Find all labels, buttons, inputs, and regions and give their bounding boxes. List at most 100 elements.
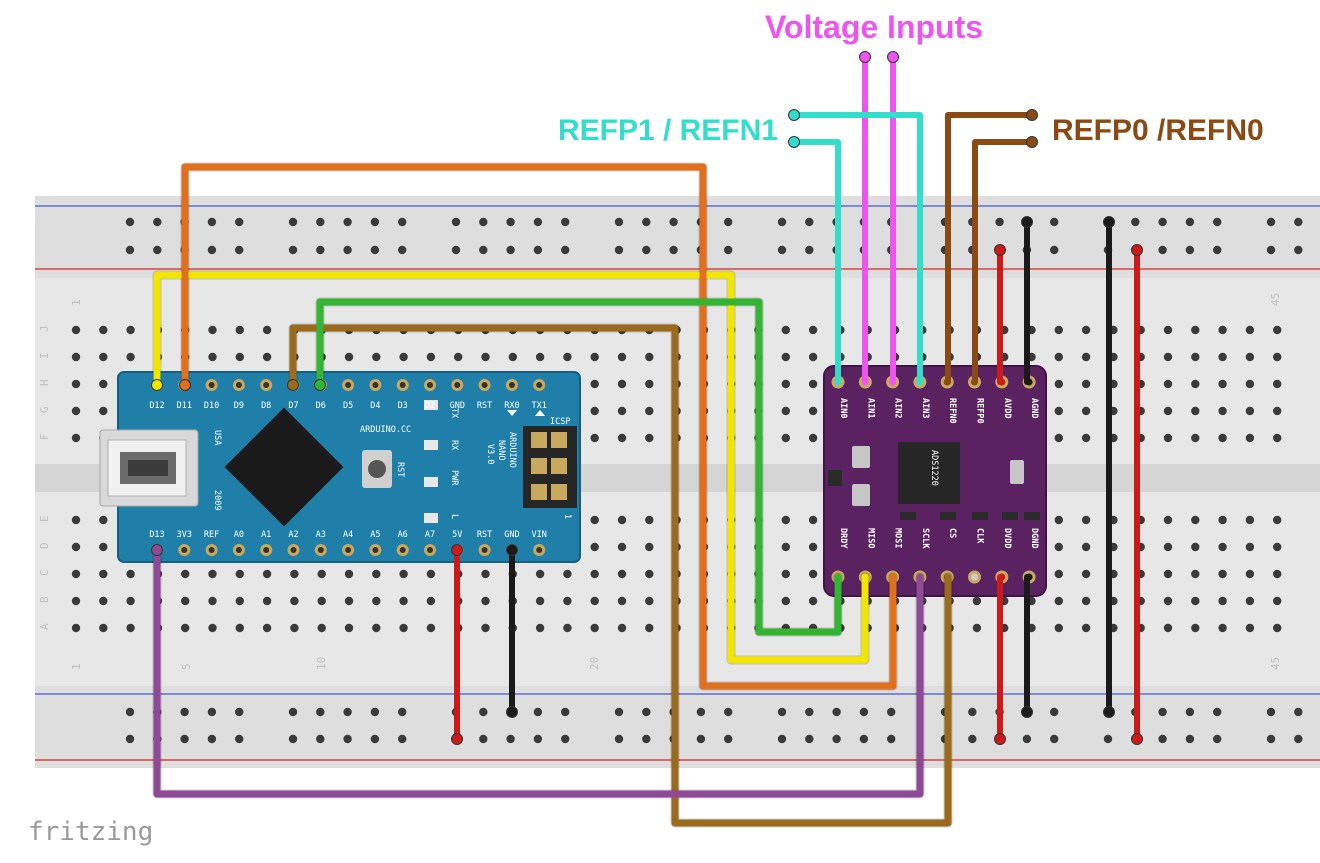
- rail-hole: [343, 707, 352, 717]
- wire-green-d6-drdy: [316, 298, 842, 636]
- breadboard-hole: [645, 352, 654, 362]
- breadboard-hole: [290, 569, 299, 579]
- ads-top-pin-label: REFN0: [947, 398, 957, 424]
- rail-hole: [1050, 217, 1059, 227]
- breadboard-hole: [1081, 352, 1091, 362]
- breadboard-hole: [781, 569, 790, 579]
- led-l: [424, 513, 438, 523]
- rail-hole: [614, 245, 624, 255]
- rail-hole: [1266, 734, 1276, 744]
- breadboard-hole: [235, 569, 244, 579]
- nano-pin-hole: [235, 382, 242, 388]
- rail-hole: [316, 707, 325, 717]
- rail-hole: [669, 217, 678, 227]
- icsp-pin: [531, 484, 547, 500]
- rail-hole: [561, 245, 570, 255]
- nano-name-line-2: NANO: [496, 440, 506, 460]
- smd-part: [940, 512, 956, 520]
- rail-hole: [506, 734, 515, 744]
- nano-bottom-pin-label: A0: [234, 530, 244, 540]
- smd-part: [1002, 512, 1018, 520]
- breadboard-hole: [535, 596, 545, 606]
- breadboard-hole: [99, 325, 108, 335]
- breadboard-hole: [1163, 623, 1173, 633]
- reset-button-cap[interactable]: [368, 460, 386, 478]
- breadboard-hole: [1245, 596, 1255, 606]
- breadboard-hole: [590, 433, 599, 443]
- nano-bottom-pin-label: 3V3: [177, 530, 192, 540]
- rail-hole: [343, 217, 352, 227]
- nano-pin-hole: [208, 382, 215, 388]
- nano-pin-hole: [235, 547, 242, 553]
- breadboard-hole: [399, 352, 408, 362]
- breadboard-hole: [262, 596, 272, 606]
- nano-bottom-pin-label: A4: [343, 530, 353, 540]
- breadboard-hole: [617, 623, 627, 633]
- breadboard-hole: [563, 623, 572, 633]
- breadboard-hole: [645, 379, 654, 389]
- led-pwr: [424, 477, 438, 487]
- wire-end: [314, 379, 326, 391]
- breadboard-hole: [1245, 515, 1255, 525]
- breadboard-hole: [1163, 325, 1173, 335]
- breadboard-hole: [317, 623, 326, 633]
- ads-bottom-pin-label: MISO: [865, 528, 875, 548]
- arrow-up-icon: [535, 410, 545, 416]
- rail-hole: [1266, 245, 1276, 255]
- nano-pin-hole: [454, 382, 461, 388]
- nano-bottom-pin-label: A1: [261, 530, 271, 540]
- breadboard-hole: [426, 596, 436, 606]
- pwr-label: PWR: [449, 470, 459, 486]
- row-letter-j: J: [38, 325, 51, 332]
- breadboard-hole: [1273, 542, 1282, 552]
- nano-pin-hole: [536, 382, 543, 388]
- icsp-pin: [551, 432, 567, 448]
- rail-hole: [479, 245, 488, 255]
- breadboard-hole: [1081, 542, 1091, 552]
- breadboard-hole: [372, 352, 381, 362]
- breadboard-hole: [1218, 569, 1227, 579]
- breadboard-hole: [1245, 623, 1255, 633]
- breadboard-hole: [781, 379, 790, 389]
- rail-hole: [614, 734, 624, 744]
- rail-hole: [533, 707, 543, 717]
- nano-pin-hole: [372, 547, 379, 553]
- ads-top-pin-label: AIN3: [920, 398, 930, 418]
- icsp-header: [523, 426, 577, 508]
- icsp-pin: [531, 458, 547, 474]
- nano-top-pin-label: RST: [477, 401, 492, 411]
- smd-part: [828, 470, 842, 486]
- nano-bottom-pin-label: A6: [398, 530, 408, 540]
- icsp-pin: [551, 458, 567, 474]
- nano-bottom-pin-label: A2: [288, 530, 298, 540]
- breadboard-hole: [99, 379, 108, 389]
- breadboard-hole: [1081, 406, 1091, 416]
- wire-end: [506, 706, 518, 718]
- breadboard-hole: [1218, 379, 1227, 389]
- breadboard-hole: [590, 542, 599, 552]
- breadboard-hole: [71, 406, 81, 416]
- breadboard-hole: [617, 515, 627, 525]
- rail-hole: [1158, 217, 1167, 227]
- breadboard-hole: [972, 623, 982, 633]
- breadboard-hole: [262, 623, 272, 633]
- breadboard-hole: [71, 569, 81, 579]
- nano-pin-hole: [181, 547, 188, 553]
- breadboard-hole: [808, 515, 818, 525]
- rail-hole: [125, 245, 135, 255]
- breadboard-hole: [1054, 515, 1064, 525]
- breadboard-hole: [208, 352, 217, 362]
- nano-pin-hole: [481, 382, 488, 388]
- breadboard-hole: [1191, 406, 1200, 416]
- breadboard-hole: [372, 569, 381, 579]
- rail-hole: [153, 245, 162, 255]
- wire-end: [287, 379, 299, 391]
- col-number: 10: [315, 657, 328, 670]
- wire-brown-refn0: [945, 112, 1035, 385]
- col-number: 5: [180, 663, 193, 670]
- wire-end: [451, 544, 463, 556]
- ads1220-chip-text: ADS1220: [929, 450, 939, 486]
- rst-label: RST: [395, 462, 405, 477]
- breadboard-hole: [208, 596, 217, 606]
- breadboard-hole: [1191, 596, 1200, 606]
